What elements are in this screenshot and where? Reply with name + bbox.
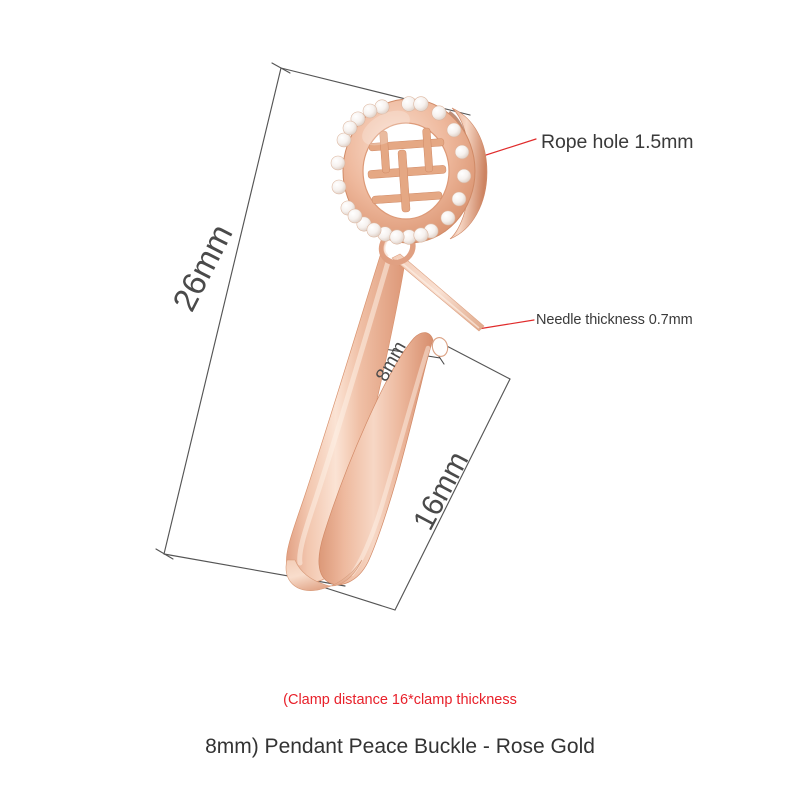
leader-line-needle bbox=[477, 319, 535, 330]
caption-line-clamp-spec: (Clamp distance 16*clamp thickness bbox=[283, 692, 517, 708]
caption-line-product-name: 8mm) Pendant Peace Buckle - Rose Gold bbox=[205, 735, 595, 758]
needle-thickness-annotation: Needle thickness 0.7mm bbox=[536, 312, 693, 328]
cz-halo bbox=[330, 96, 472, 245]
pendant-disc bbox=[330, 96, 488, 245]
peace-buckle-motif bbox=[367, 127, 447, 213]
rope-hole-annotation: Rope hole 1.5mm bbox=[541, 131, 694, 153]
clamp-bend bbox=[285, 559, 363, 591]
clamp-arm-right bbox=[318, 332, 449, 585]
needle-pin bbox=[391, 253, 485, 332]
